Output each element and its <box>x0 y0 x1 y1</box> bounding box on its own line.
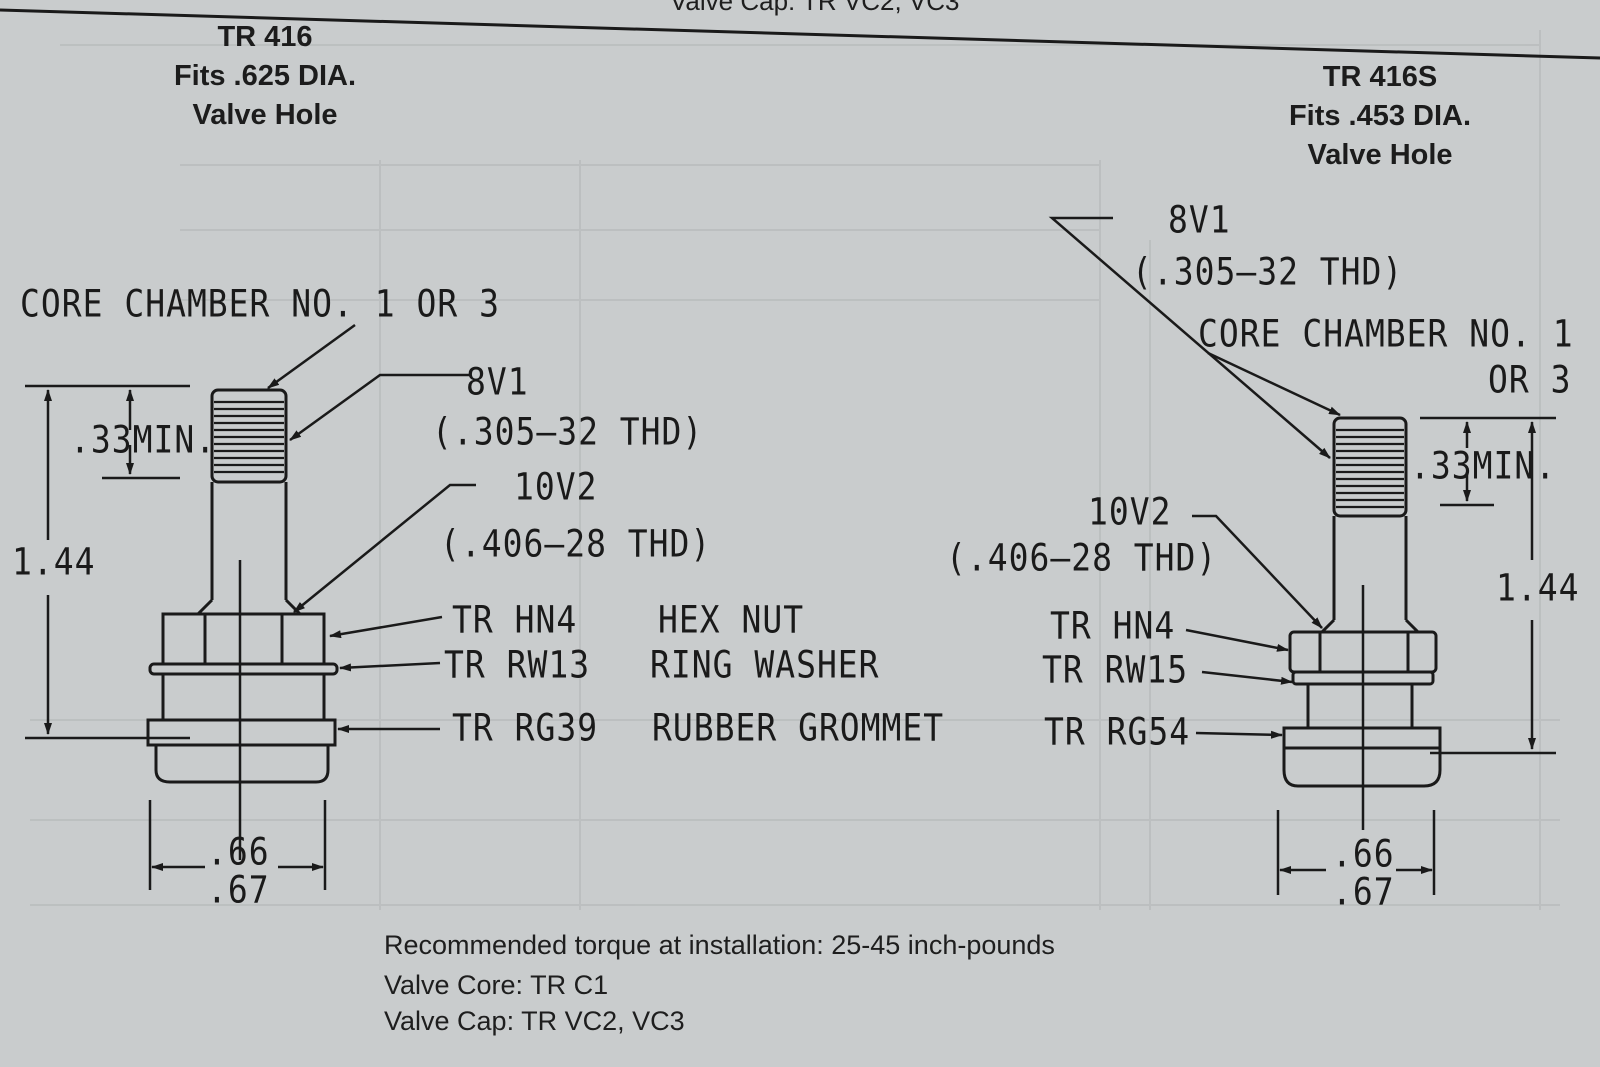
left-part-name-hex-nut: HEX NUT <box>658 598 805 642</box>
right-thread1-spec: (.305–32 THD) <box>1132 250 1404 294</box>
right-hole-label: Valve Hole <box>1307 139 1453 171</box>
right-thread2-code: 10V2 <box>1088 490 1172 534</box>
right-core-chamber-line2: OR 3 <box>1488 358 1572 402</box>
left-model-label: TR 416 <box>217 21 313 53</box>
left-valve-header: TR 416 Fits .625 DIA. Valve Hole <box>150 18 380 135</box>
valve-core-note: Valve Core: TR C1 <box>384 970 609 1000</box>
top-cut-caption: Valve Cap: TR VC2, VC3 <box>670 0 960 16</box>
torque-note: Recommended torque at installation: 25-4… <box>384 930 1055 960</box>
right-thread2-spec: (.406–28 THD) <box>946 536 1218 580</box>
right-part-hex-nut: TR HN4 <box>1050 604 1176 648</box>
left-width-dimension-top: .66 <box>207 830 270 874</box>
left-part-name-ring-washer: RING WASHER <box>650 643 880 687</box>
right-part-ring-washer: TR RW15 <box>1042 648 1189 692</box>
left-thread2-spec: (.406–28 THD) <box>440 522 712 566</box>
right-valve-header: TR 416S Fits .453 DIA. Valve Hole <box>1260 58 1500 175</box>
right-model-label: TR 416S <box>1322 61 1438 93</box>
left-part-name-rubber-grommet: RUBBER GROMMET <box>652 706 945 750</box>
right-fit-label: Fits .453 DIA. <box>1288 100 1472 132</box>
left-valve-drawing <box>25 323 476 890</box>
left-height-dimension: 1.44 <box>12 540 96 584</box>
right-valve-drawing <box>1048 216 1556 895</box>
left-thread1-code: 8V1 <box>466 360 529 404</box>
valve-cap-note: Valve Cap: TR VC2, VC3 <box>384 1006 685 1036</box>
right-core-chamber-line1: CORE CHAMBER NO. 1 <box>1198 312 1574 356</box>
right-width-dimension-top: .66 <box>1332 832 1395 876</box>
right-min-dimension: .33MIN. <box>1410 444 1557 488</box>
left-part-code-ring-washer: TR RW13 <box>444 643 591 687</box>
left-fit-label: Fits .625 DIA. <box>173 60 357 92</box>
left-hole-label: Valve Hole <box>192 99 338 131</box>
left-width-dimension-bottom: .67 <box>207 868 270 912</box>
right-height-dimension: 1.44 <box>1496 566 1580 610</box>
left-thread2-code: 10V2 <box>514 465 598 509</box>
left-thread1-spec: (.305–32 THD) <box>432 410 704 454</box>
left-core-chamber-label: CORE CHAMBER NO. 1 OR 3 <box>20 282 500 326</box>
left-min-dimension: .33MIN. <box>70 418 217 462</box>
top-rule <box>0 8 1600 60</box>
right-thread1-code: 8V1 <box>1168 198 1231 242</box>
right-width-dimension-bottom: .67 <box>1332 870 1395 914</box>
left-part-code-rubber-grommet: TR RG39 <box>452 706 599 750</box>
right-part-rubber-grommet: TR RG54 <box>1044 710 1191 754</box>
left-part-code-hex-nut: TR HN4 <box>452 598 578 642</box>
